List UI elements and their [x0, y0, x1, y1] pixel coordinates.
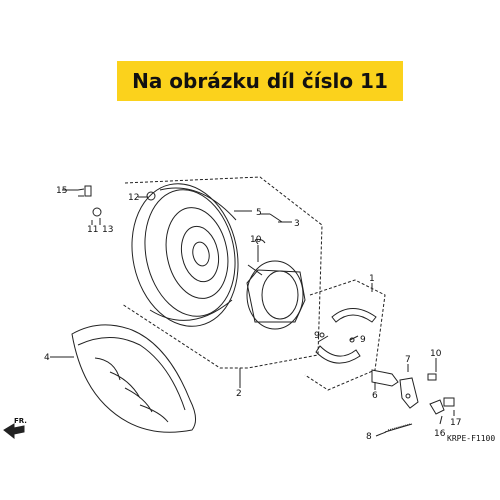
- callout-14: 13: [102, 225, 113, 235]
- callout-10: 10: [250, 235, 262, 245]
- brake-arm: [371, 369, 455, 433]
- callout-17: 17: [450, 418, 461, 428]
- callout-2: 2: [236, 389, 242, 399]
- callout-5: 5: [256, 208, 262, 218]
- callout-12: 11: [87, 225, 98, 235]
- wheel-rim: [131, 183, 239, 327]
- banner-text: Na obrázku díl číslo 11: [132, 69, 388, 93]
- brake-group-outline: [304, 279, 386, 391]
- callout-15: 15: [56, 186, 67, 196]
- callout-1: 1: [369, 274, 375, 284]
- callout-16: 16: [434, 429, 446, 439]
- valve-and-fasteners: [77, 185, 266, 262]
- highlight-banner: Na obrázku díl číslo 11: [117, 61, 403, 101]
- callout-6: 6: [372, 391, 378, 401]
- callout-8: 8: [366, 432, 372, 442]
- front-direction-arrow: [3, 423, 25, 440]
- brake-shoes: [315, 308, 377, 364]
- wheel-group-outline: [121, 176, 323, 369]
- callout-11: 10: [430, 349, 442, 359]
- tire: [71, 324, 196, 433]
- direction-label: FR.: [14, 417, 27, 425]
- diagram-code: KRPE-F1100: [447, 434, 495, 443]
- callout-4: 4: [44, 353, 50, 363]
- brake-drum: [246, 260, 306, 330]
- leader-lines: [50, 189, 455, 437]
- callout-13: 12: [128, 193, 139, 203]
- callout-9-upper: 9: [314, 331, 320, 341]
- callout-3: 3: [294, 219, 300, 229]
- callout-7: 7: [405, 355, 411, 365]
- callout-9-lower: 9: [360, 335, 366, 345]
- callout-numbers: 15 11 13 12 5 3 10 1 9 9 7 10 6 17 8 16 …: [44, 186, 461, 442]
